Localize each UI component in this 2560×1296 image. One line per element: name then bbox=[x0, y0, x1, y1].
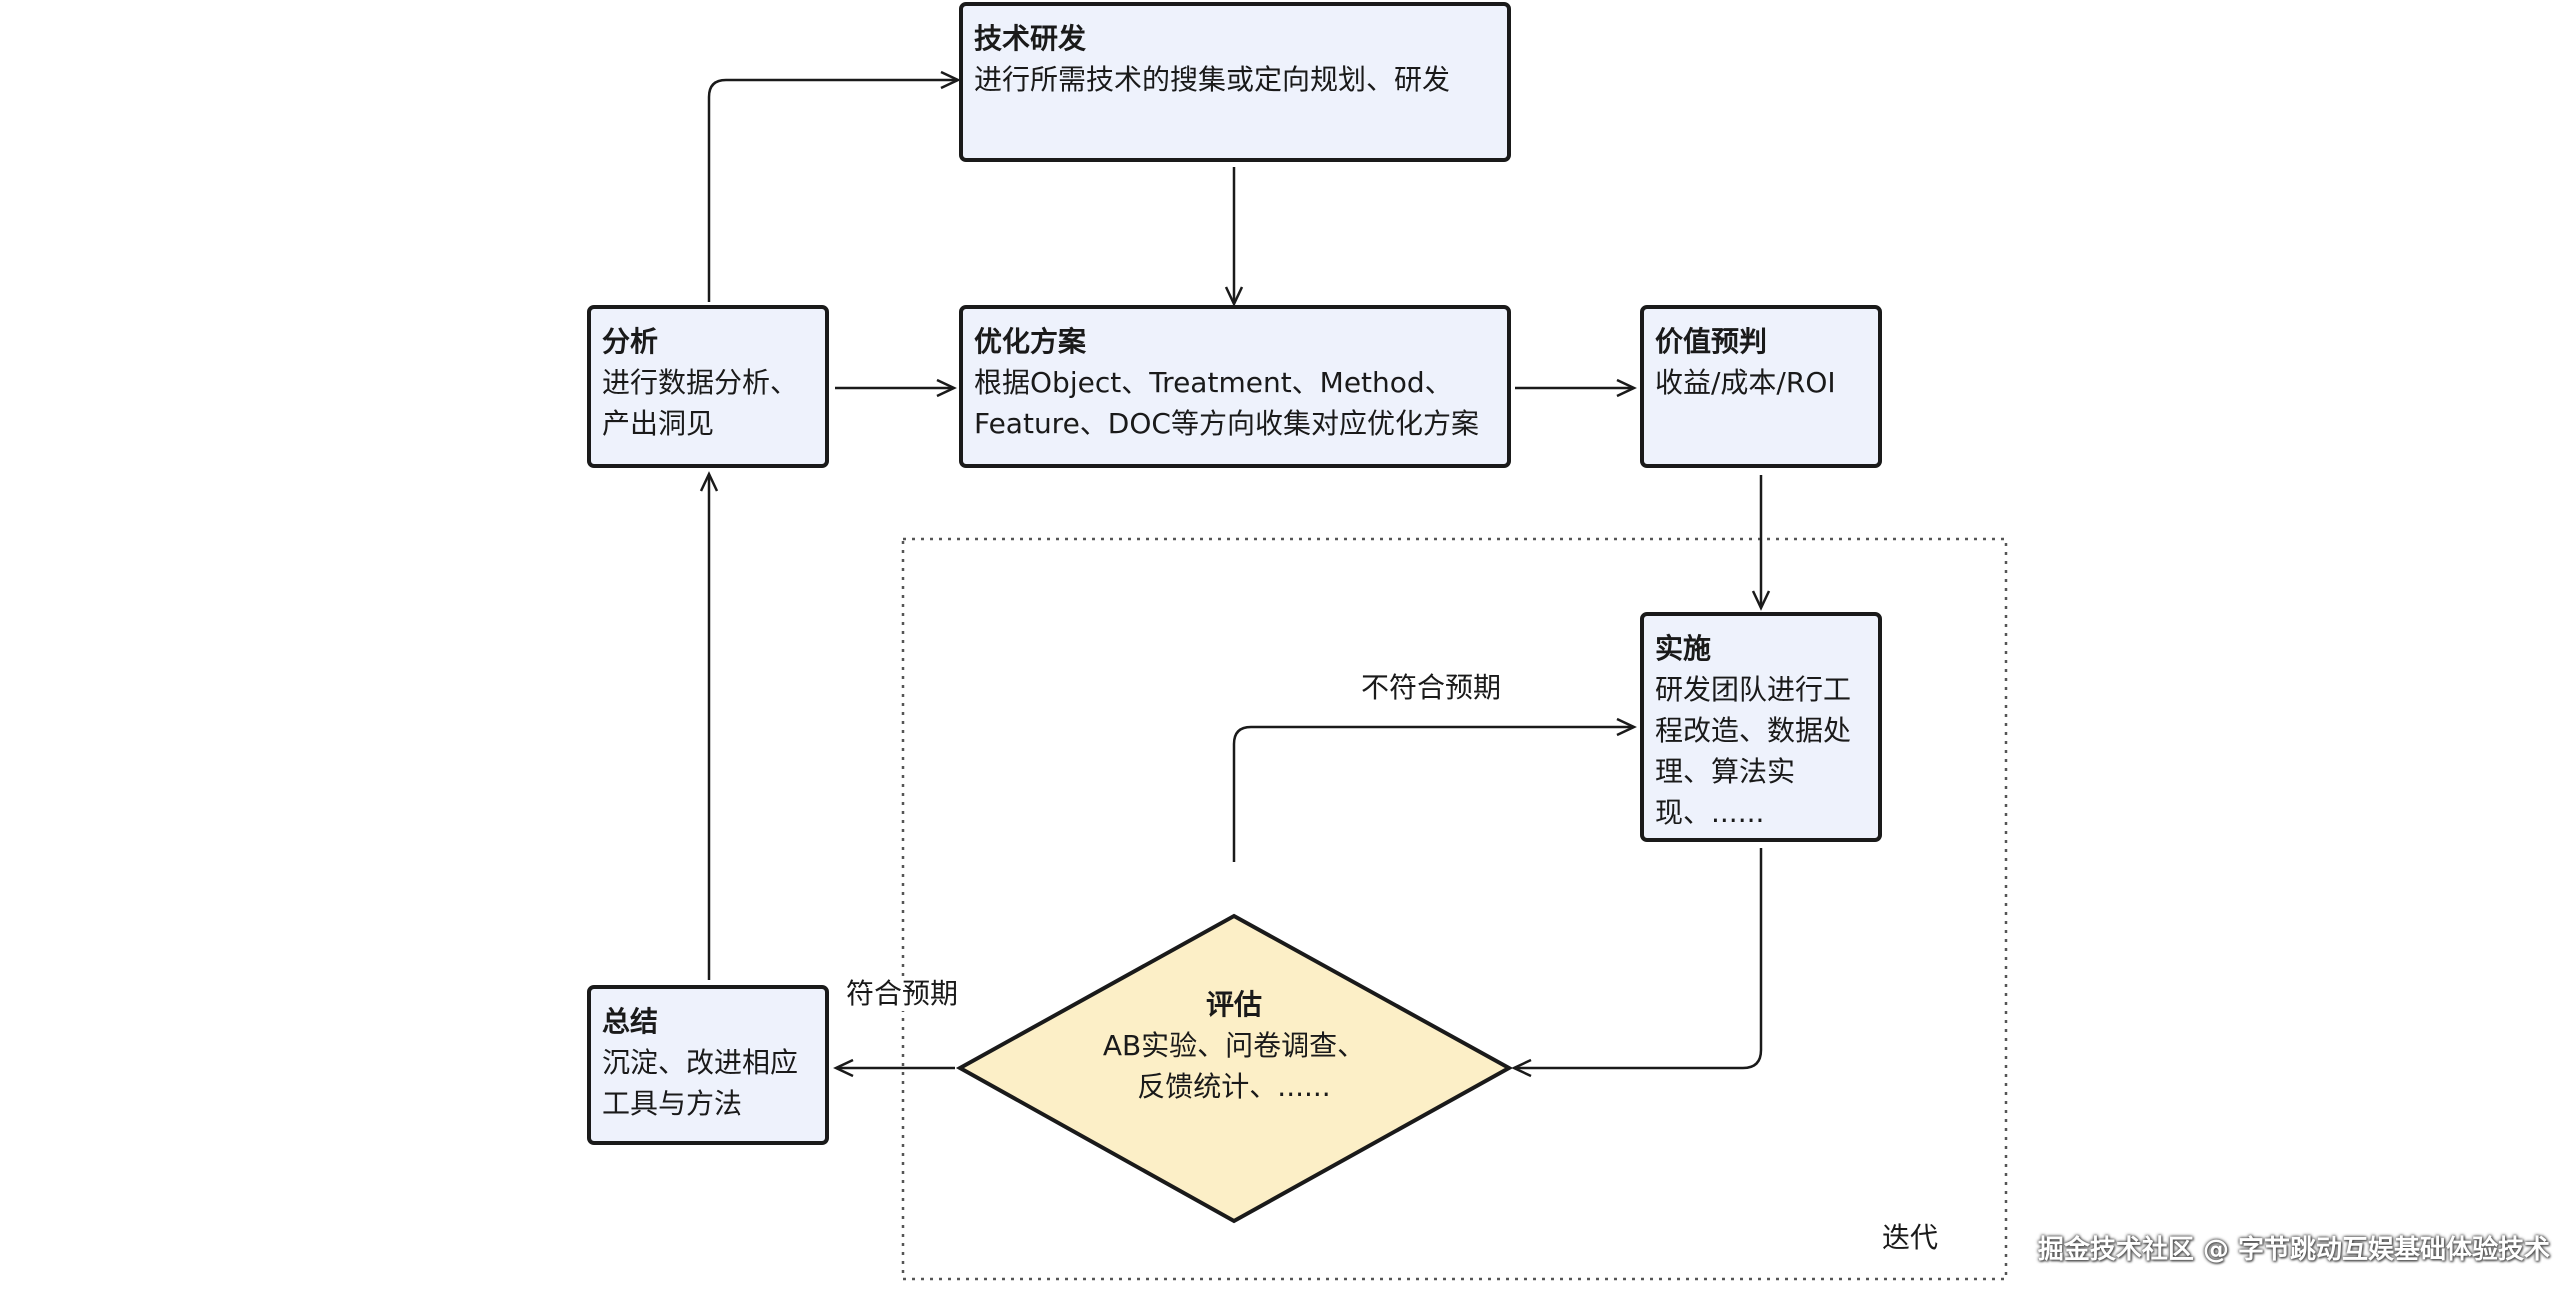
edge-label-meet-expectation: 符合预期 bbox=[842, 977, 963, 1011]
node-analysis-line-2: 产出洞见 bbox=[602, 407, 715, 440]
node-value-estimate-title: 价值预判 bbox=[1655, 325, 1768, 358]
edge-implementation-to-evaluation bbox=[1511, 848, 1763, 1078]
edge-analysis-to-tech-rd bbox=[707, 70, 961, 302]
node-implementation-title: 实施 bbox=[1655, 632, 1712, 665]
node-summary: 总结 沉淀、改进相应 工具与方法 bbox=[587, 985, 829, 1145]
node-implementation-line-3: 理、算法实 bbox=[1655, 755, 1796, 788]
node-optimization-line-1: 根据Object、Treatment、Method、 bbox=[974, 366, 1453, 399]
node-value-estimate-line-1: 收益/成本/ROI bbox=[1655, 366, 1836, 399]
node-analysis-line-1: 进行数据分析、 bbox=[602, 366, 799, 399]
node-implementation: 实施 研发团队进行工 程改造、数据处 理、算法实 现、...... bbox=[1640, 612, 1882, 842]
watermark: 掘金技术社区 @ 字节跳动互娱基础体验技术 bbox=[2037, 1235, 2550, 1265]
node-evaluation-line-1: AB实验、问卷调查、 bbox=[1102, 1029, 1366, 1062]
node-evaluation: 评估 AB实验、问卷调查、 反馈统计、...... bbox=[954, 984, 1514, 1107]
node-evaluation-line-2: 反馈统计、...... bbox=[1137, 1070, 1331, 1103]
node-evaluation-title: 评估 bbox=[1205, 988, 1262, 1021]
node-implementation-line-1: 研发团队进行工 bbox=[1655, 673, 1852, 706]
iteration-region bbox=[901, 537, 2008, 1281]
node-optimization: 优化方案 根据Object、Treatment、Method、 Feature、… bbox=[959, 305, 1511, 468]
node-value-estimate: 价值预判 收益/成本/ROI bbox=[1640, 305, 1882, 468]
node-implementation-line-4: 现、...... bbox=[1655, 796, 1765, 829]
iteration-region-label: 迭代 bbox=[1882, 1221, 1939, 1254]
evaluation-diamond-shape bbox=[955, 913, 1514, 1224]
node-summary-line-1: 沉淀、改进相应 bbox=[602, 1046, 799, 1079]
node-tech-rd: 技术研发 进行所需技术的搜集或定向规划、研发 bbox=[959, 2, 1511, 162]
edge-label-not-meet-expectation: 不符合预期 bbox=[1357, 671, 1506, 705]
edge-evaluation-to-implementation bbox=[1232, 717, 1637, 862]
node-tech-rd-line-1: 进行所需技术的搜集或定向规划、研发 bbox=[974, 63, 1451, 96]
node-optimization-line-2: Feature、DOC等方向收集对应优化方案 bbox=[974, 407, 1479, 440]
node-summary-line-2: 工具与方法 bbox=[602, 1087, 743, 1120]
node-analysis: 分析 进行数据分析、 产出洞见 bbox=[587, 305, 829, 468]
node-summary-title: 总结 bbox=[602, 1005, 659, 1038]
node-implementation-line-2: 程改造、数据处 bbox=[1655, 714, 1852, 747]
node-analysis-title: 分析 bbox=[602, 325, 659, 358]
node-optimization-title: 优化方案 bbox=[974, 325, 1087, 358]
node-tech-rd-title: 技术研发 bbox=[974, 22, 1087, 55]
